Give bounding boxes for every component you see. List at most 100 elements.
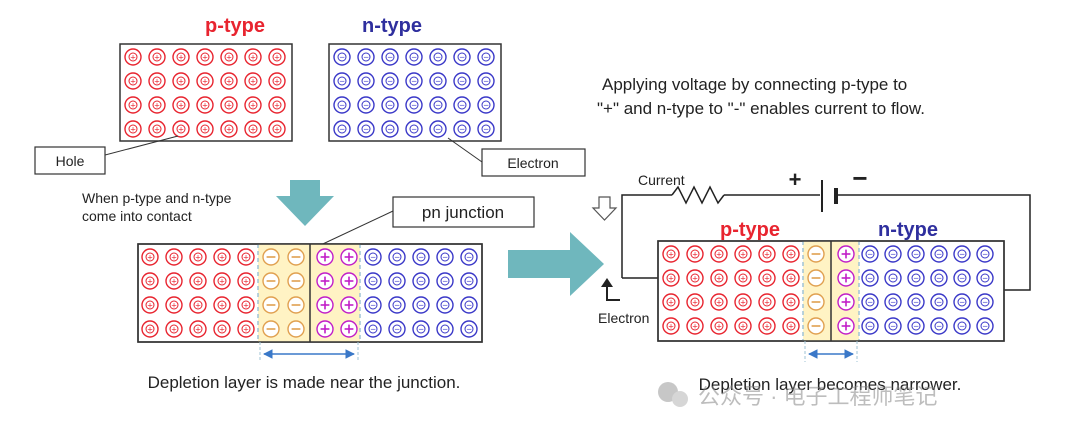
svg-text:−: − — [387, 77, 393, 86]
svg-text:−: − — [394, 253, 400, 262]
svg-text:+: + — [130, 77, 136, 86]
svg-text:−: − — [459, 53, 465, 62]
acceptor-ion — [287, 320, 305, 338]
svg-text:−: − — [387, 101, 393, 110]
electron-carrier: − — [381, 48, 399, 66]
electron-carrier: − — [460, 248, 478, 266]
hole-carrier: + — [165, 248, 183, 266]
hole-carrier: + — [758, 245, 776, 263]
svg-text:−: − — [890, 274, 896, 283]
svg-text:−: − — [483, 125, 489, 134]
hole-carrier: + — [172, 96, 190, 114]
electron-carrier: − — [477, 48, 495, 66]
electron-label: Electron — [507, 155, 558, 171]
acceptor-ion — [807, 317, 825, 335]
electron-carrier: − — [436, 296, 454, 314]
svg-text:+: + — [716, 274, 722, 283]
svg-text:+: + — [202, 53, 208, 62]
hole-carrier: + — [237, 272, 255, 290]
svg-text:−: − — [418, 253, 424, 262]
svg-text:−: − — [459, 125, 465, 134]
svg-text:+: + — [274, 53, 280, 62]
electron-carrier: − — [953, 293, 971, 311]
hole-carrier: + — [196, 72, 214, 90]
donor-ion — [316, 272, 334, 290]
n-type-title: n-type — [362, 15, 422, 37]
svg-text:−: − — [394, 277, 400, 286]
svg-text:+: + — [250, 125, 256, 134]
donor-ion — [837, 293, 855, 311]
electron-carrier: − — [364, 296, 382, 314]
svg-text:−: − — [435, 101, 441, 110]
svg-text:+: + — [716, 298, 722, 307]
svg-text:+: + — [740, 322, 746, 331]
hole-carrier: + — [662, 293, 680, 311]
svg-text:+: + — [226, 101, 232, 110]
electron-flow-label: Electron — [598, 310, 649, 326]
electron-carrier: − — [381, 96, 399, 114]
svg-text:−: − — [411, 125, 417, 134]
electron-carrier: − — [884, 269, 902, 287]
electron-carrier: − — [357, 120, 375, 138]
svg-text:+: + — [147, 253, 153, 262]
svg-text:−: − — [339, 125, 345, 134]
watermark: 公众号 · 电子工程师笔记 — [658, 382, 938, 409]
svg-text:+: + — [716, 250, 722, 259]
hole-carrier: + — [734, 293, 752, 311]
electron-carrier: − — [907, 317, 925, 335]
svg-text:−: − — [339, 77, 345, 86]
svg-text:+: + — [226, 53, 232, 62]
electron-arrow-line — [606, 282, 620, 301]
donor-ion — [837, 245, 855, 263]
hole-carrier: + — [662, 269, 680, 287]
svg-text:+: + — [202, 101, 208, 110]
hole-carrier: + — [268, 48, 286, 66]
svg-text:−: − — [370, 301, 376, 310]
svg-text:−: − — [394, 301, 400, 310]
electron-carrier: − — [460, 296, 478, 314]
svg-text:+: + — [178, 125, 184, 134]
svg-text:−: − — [363, 125, 369, 134]
electron-carrier: − — [477, 72, 495, 90]
svg-text:+: + — [178, 77, 184, 86]
left-caption: Depletion layer is made near the junctio… — [148, 373, 461, 392]
hole-carrier: + — [268, 120, 286, 138]
svg-text:−: − — [339, 53, 345, 62]
svg-text:+: + — [130, 53, 136, 62]
hole-carrier: + — [782, 245, 800, 263]
electron-carrier: − — [907, 293, 925, 311]
acceptor-ion — [262, 272, 280, 290]
current-label: Current — [638, 172, 685, 188]
n-type-electrons: −−−−−−−−−−−−−−−−−−−−−−−−−−−− — [333, 48, 495, 138]
hole-carrier: + — [734, 317, 752, 335]
acceptor-ion — [262, 248, 280, 266]
acceptor-ion — [807, 245, 825, 263]
hole-carrier: + — [268, 72, 286, 90]
svg-text:+: + — [740, 274, 746, 283]
svg-text:+: + — [764, 322, 770, 331]
hole-carrier: + — [244, 48, 262, 66]
hole-carrier: + — [782, 317, 800, 335]
electron-carrier: − — [453, 72, 471, 90]
svg-text:+: + — [219, 301, 225, 310]
hole-carrier: + — [124, 96, 142, 114]
electron-carrier: − — [907, 269, 925, 287]
hole-label-box — [34, 146, 106, 175]
svg-text:−: − — [442, 301, 448, 310]
hole-carrier: + — [244, 96, 262, 114]
svg-text:+: + — [219, 325, 225, 334]
electron-carrier: − — [436, 248, 454, 266]
svg-text:+: + — [195, 325, 201, 334]
acceptor-ion — [287, 272, 305, 290]
svg-text:−: − — [370, 277, 376, 286]
right-n-type-title: n-type — [878, 219, 938, 241]
svg-text:−: − — [442, 277, 448, 286]
hole-carrier: + — [213, 296, 231, 314]
electron-carrier: − — [357, 96, 375, 114]
svg-text:+: + — [274, 77, 280, 86]
electron-carrier: − — [364, 248, 382, 266]
hole-carrier: + — [165, 296, 183, 314]
watermark-text: 公众号 · 电子工程师笔记 — [698, 384, 938, 409]
svg-text:+: + — [692, 298, 698, 307]
svg-text:+: + — [147, 325, 153, 334]
